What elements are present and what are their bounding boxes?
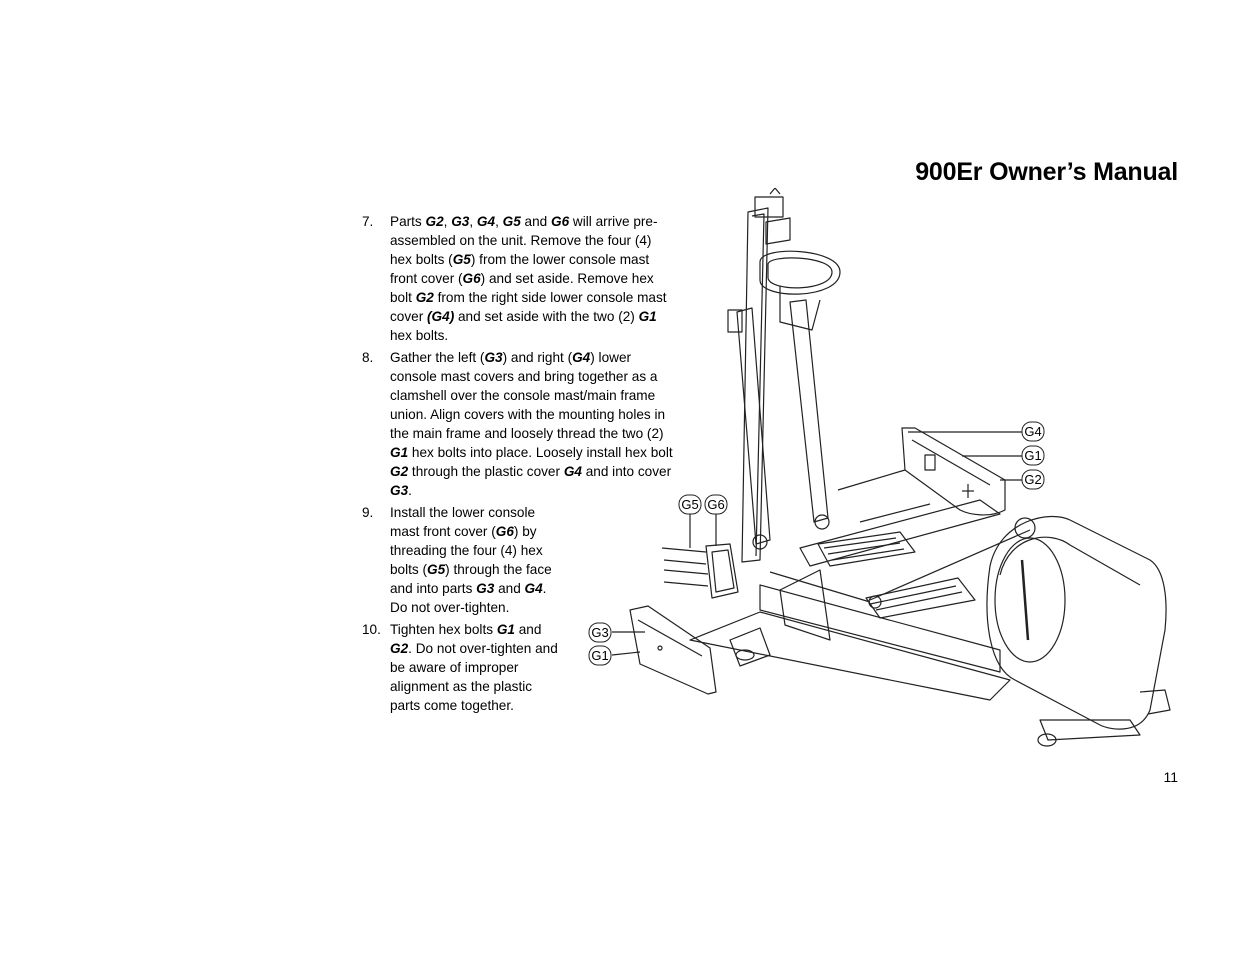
step-9: 9. Install the lower console mast front … <box>362 503 674 617</box>
step-text: Gather the left (G3) and right (G4) lowe… <box>390 348 674 500</box>
callout-g4-label: G4 <box>1024 424 1041 439</box>
step-text-segment: Gather the left ( <box>390 350 485 365</box>
part-reference: G2 <box>390 464 409 479</box>
step-text-segment: hex bolts. <box>390 328 449 343</box>
part-reference: G5 <box>502 214 521 229</box>
flywheel-housing <box>986 516 1171 747</box>
step-text-segment: and <box>514 622 542 637</box>
part-reference: G2 <box>425 214 444 229</box>
step-text-segment: . Do not over-tighten. <box>390 581 547 615</box>
part-reference: G5 <box>427 562 446 577</box>
cover-g3-part <box>611 605 717 695</box>
callout-g5: G5 <box>678 494 702 515</box>
console-mast <box>741 188 791 563</box>
part-reference: G3 <box>484 350 503 365</box>
step-text-segment: Tighten hex bolts <box>390 622 497 637</box>
right-arm <box>789 299 830 530</box>
part-reference: G6 <box>551 214 570 229</box>
callout-g1-left: G1 <box>588 645 612 666</box>
step-8: 8. Gather the left (G3) and right (G4) l… <box>362 348 674 500</box>
part-reference: (G4) <box>427 309 455 324</box>
callout-g2: G2 <box>1021 469 1045 490</box>
step-text: Install the lower console mast front cov… <box>390 503 565 617</box>
elliptical-assembly-diagram: G4 G1 G2 G5 G6 G3 G1 <box>588 188 1171 747</box>
step-text-segment: will arrive pre-assembled on the unit. R… <box>390 214 658 267</box>
callout-g5-label: G5 <box>681 497 698 512</box>
part-reference: G2 <box>415 290 434 305</box>
base-frame <box>689 499 1011 701</box>
page-number: 11 <box>1163 769 1178 785</box>
part-reference: G4 <box>572 350 591 365</box>
step-text-segment: . Do not over-tighten and be aware of im… <box>390 641 558 713</box>
step-text-segment: and set aside with the two (2) <box>454 309 639 324</box>
callout-g1-right: G1 <box>1021 445 1045 466</box>
step-text-segment: and <box>494 581 525 596</box>
part-reference: G3 <box>476 581 495 596</box>
step-text-segment: ) and right ( <box>502 350 573 365</box>
step-text: Parts G2, G3, G4, G5 and G6 will arrive … <box>390 212 674 345</box>
part-reference: G5 <box>452 252 471 267</box>
step-text-segment: , <box>443 214 452 229</box>
callout-g3: G3 <box>588 622 612 643</box>
part-reference: G3 <box>390 483 409 498</box>
part-reference: G4 <box>476 214 496 229</box>
pedals <box>769 529 1031 619</box>
part-reference: G4 <box>524 581 543 596</box>
assembly-steps: 7. Parts G2, G3, G4, G5 and G6 will arri… <box>362 212 674 718</box>
part-reference: G1 <box>496 622 515 637</box>
part-reference: G2 <box>390 641 409 656</box>
step-text-segment: Parts <box>390 214 426 229</box>
step-text-segment: ) by threading the four (4) hex bolts ( <box>390 524 543 577</box>
page-title: 900Er Owner’s Manual <box>915 158 1178 186</box>
step-text-segment: Install the lower console mast front cov… <box>390 505 536 539</box>
step-text: Tighten hex bolts G1 and G2. Do not over… <box>390 620 565 715</box>
callout-g1-right-label: G1 <box>1024 448 1041 463</box>
part-reference: G6 <box>495 524 514 539</box>
callout-g2-label: G2 <box>1024 472 1041 487</box>
step-text-segment: ) from the lower console mast front cove… <box>390 252 650 286</box>
part-reference: G1 <box>638 309 657 324</box>
step-text-segment: from the right side lower console mast c… <box>390 290 667 324</box>
step-text-segment: ) lower console mast covers and bring to… <box>390 350 666 441</box>
step-number: 7. <box>362 214 374 229</box>
cover-g4-part <box>837 427 1006 523</box>
step-number: 8. <box>362 350 374 365</box>
step-text-segment: , <box>469 214 477 229</box>
cover-g6-part <box>661 543 739 599</box>
part-reference: G1 <box>390 445 409 460</box>
part-reference: G4 <box>563 464 582 479</box>
step-text-segment: ) and set aside. Remove hex bolt <box>390 271 654 305</box>
step-text-segment: through the plastic cover <box>408 464 564 479</box>
step-text-segment: . <box>408 483 412 498</box>
part-reference: G6 <box>462 271 481 286</box>
step-text-segment: and <box>520 214 551 229</box>
step-7: 7. Parts G2, G3, G4, G5 and G6 will arri… <box>362 212 674 345</box>
step-number: 9. <box>362 505 374 520</box>
handlebar <box>759 250 841 331</box>
part-reference: G3 <box>451 214 470 229</box>
callout-g6-label: G6 <box>707 497 724 512</box>
step-text-segment: , <box>495 214 503 229</box>
callout-g4: G4 <box>1021 421 1045 442</box>
step-number: 10. <box>362 622 381 637</box>
callout-g6: G6 <box>704 494 728 515</box>
leader-lines <box>689 431 1022 548</box>
step-text-segment: and into cover <box>581 464 672 479</box>
step-10: 10. Tighten hex bolts G1 and G2. Do not … <box>362 620 674 715</box>
left-arm <box>727 307 771 550</box>
step-text-segment: ) through the face and into parts <box>390 562 552 596</box>
step-text-segment: hex bolts into place. Loosely install he… <box>408 445 673 460</box>
callout-g1-left-label: G1 <box>591 648 608 663</box>
callout-g3-label: G3 <box>591 625 608 640</box>
